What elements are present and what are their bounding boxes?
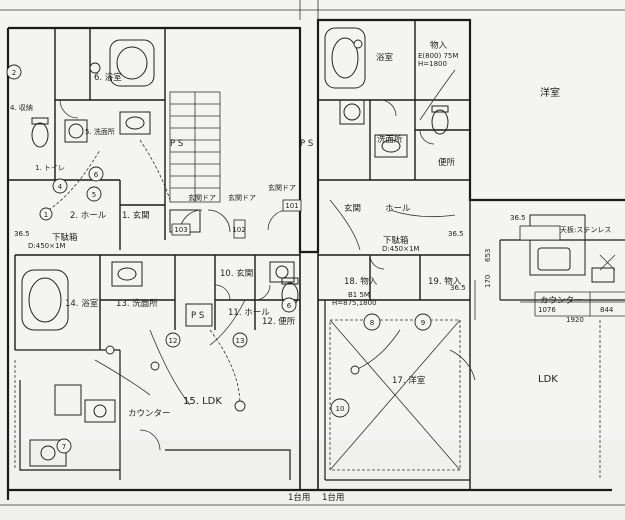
room-label-toilet-right: 便所 (438, 157, 456, 168)
toilet-upper-right (431, 109, 449, 135)
circled-marker: 5 (92, 191, 96, 199)
front-door-label-b: 玄関ドア (228, 193, 256, 202)
room-label-storage-lower-right: 18. 物入 (344, 276, 378, 287)
bathtub-lower-left (21, 269, 69, 331)
electrical-lines (14, 69, 601, 480)
dim-b1-5m: B1 5M (348, 291, 370, 299)
circled-marker: 10 (336, 405, 345, 413)
door-tag-102: 102 (232, 226, 245, 234)
front-door-label-c: 玄関ドア (268, 183, 296, 192)
room-label-western-lower-right: 17. 洋室 (392, 375, 426, 386)
room-label-ldk-right: LDK (538, 374, 558, 385)
door-tag-101: 101 (285, 202, 298, 210)
room-label-wash-lower: 13. 洗面所 (116, 298, 158, 309)
room-label-wash-left: 5. 洗面所 (85, 127, 115, 136)
toilet-upper-left (31, 122, 49, 148)
room-label-sink-note: 天板:ステンレス (560, 225, 611, 234)
dim-36-5-a: 36.5 (14, 230, 30, 238)
dim-1920: 1920 (566, 316, 584, 324)
bathtub-upper-right (324, 27, 366, 89)
interior-walls-right (318, 20, 470, 481)
room-label-storage-right: 物入 (430, 40, 448, 51)
dim-36-5-d: 36.5 (450, 284, 466, 292)
circled-marker: 7 (62, 443, 66, 451)
room-label-counter-left: カウンター (128, 409, 171, 419)
circled-marker: 4 (58, 183, 63, 191)
circled-marker: 13 (236, 337, 245, 345)
dim-h875-1800: H=875,1800 (332, 299, 377, 307)
dim-36-5-c: 36.5 (510, 214, 526, 222)
room-label-bath-right: 浴室 (376, 52, 394, 63)
stair-left (169, 91, 221, 203)
door-tags: 玄関ドア 玄関ドア 玄関ドア 103 102 101 P S P S P S (170, 139, 313, 321)
dim-844: 844 (600, 306, 614, 314)
room-label-wash-right: 洗面所 (377, 134, 403, 145)
room-label-bath-left: 6. 浴室 (94, 72, 122, 83)
dim-1-car-a: 1台用 (288, 492, 310, 503)
sink-lower-left (111, 261, 143, 287)
room-label-bath-lower: 14. 浴室 (65, 298, 99, 309)
ps-label-left: P S (170, 139, 183, 149)
interior-walls-left (8, 28, 300, 480)
room-label-toilet-left: 1. トイレ (35, 164, 65, 172)
circled-marker: 2 (12, 69, 16, 77)
room-label-entrance-left: 1. 玄関 (122, 210, 150, 221)
door-tag-103: 103 (174, 226, 187, 234)
ps-label-lower: P S (191, 311, 204, 321)
dim-h1800: H=1800 (418, 60, 447, 68)
room-label-toilet-lower: 12. 便所 (262, 316, 296, 327)
ps-label-right: P S (300, 139, 313, 149)
dim-1076: 1076 (538, 306, 556, 314)
room-labels-left: 4. 収納 6. 浴室 5. 洗面所 1. トイレ 2. ホール 1. 玄関 下… (10, 72, 296, 419)
bathtub-upper-left (109, 39, 155, 87)
dimension-texts: 36.5 36.5 36.5 36.5 E(800) 75M H=1800 B1… (14, 52, 614, 503)
dim-36-5-b: 36.5 (448, 230, 464, 238)
room-label-shoebox-size-right: D:450×1M (382, 245, 419, 253)
room-label-shoebox-left: 下駄箱 (52, 232, 78, 243)
door-swings (59, 99, 435, 451)
dim-1-car-b: 1台用 (322, 492, 344, 503)
room-label-shoebox-right: 下駄箱 (383, 235, 409, 246)
dim-653: 653 (484, 249, 492, 262)
sink-upper-right (374, 134, 408, 158)
dimension-lines (0, 0, 625, 506)
dim-170: 170 (484, 275, 492, 288)
front-door-label-a: 玄関ドア (188, 193, 216, 202)
room-label-entrance-lower: 10. 玄関 (220, 268, 253, 279)
room-label-entrance-right: 玄関 (344, 203, 361, 214)
circled-marker: 6 (94, 171, 99, 179)
room-label-shoebox-size-left: D:450×1M (28, 242, 65, 250)
room-label-hall-left: 2. ホール (70, 211, 107, 221)
room-label-storage-lower2-right: 19. 物入 (428, 276, 462, 287)
dim-e800-75m: E(800) 75M (418, 52, 458, 60)
room-label-hall-lower: 11. ホール (228, 308, 270, 318)
circled-marker: 1 (44, 211, 48, 219)
exterior-walls (6, 18, 625, 500)
room-label-ldk-left: 15. LDK (183, 396, 222, 407)
room-label-storage-left: 4. 収納 (10, 103, 33, 112)
room-label-western-right: 洋室 (540, 86, 560, 99)
room-label-counter-right: カウンター (540, 296, 583, 306)
circled-marker: 6 (287, 302, 292, 310)
circled-marker: 8 (370, 319, 374, 327)
circled-markers: 2 4 5 6 1 12 13 6 8 9 10 7 (6, 39, 432, 454)
room-labels-right: 浴室 物入 洋室 洗面所 便所 玄関 ホール 下駄箱 D:450×1M 18. … (344, 40, 611, 386)
circled-marker: 12 (169, 337, 178, 345)
sink-upper-left (119, 111, 151, 135)
room-label-hall-right: ホール (385, 204, 411, 214)
circled-marker: 9 (421, 319, 425, 327)
